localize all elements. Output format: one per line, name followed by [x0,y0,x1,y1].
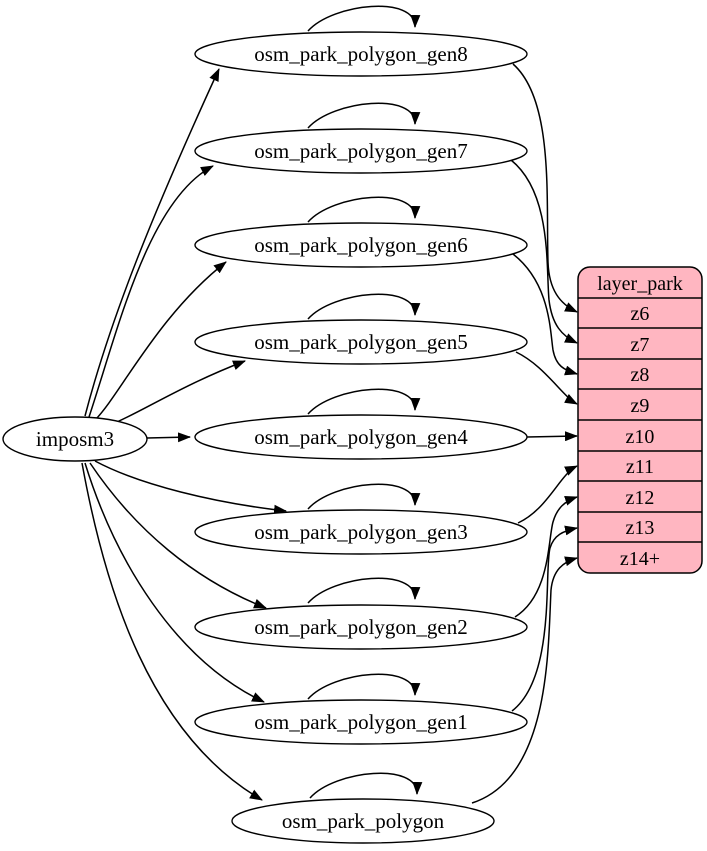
edge-gen1-to-z13 [511,525,578,712]
node-label-gen3: osm_park_polygon_gen3 [254,520,467,544]
edges-to-layer [471,63,578,804]
self-loop-gen5 [307,293,421,320]
edge-gen2-to-z12 [514,496,578,618]
self-loop-gen7 [307,102,421,129]
edge-gen3-to-z11 [517,465,578,524]
node-polygon: osm_park_polygon [231,798,495,844]
layer-row-z10: z10 [626,426,655,448]
edge-gen5-to-z9 [515,351,578,405]
edge-gen7-to-z7 [510,159,578,344]
edges-from-source [81,68,287,801]
edge-imposm3-to-gen1 [84,462,265,703]
edge-imposm3-to-polygon [81,462,263,801]
node-label-polygon: osm_park_polygon [282,809,445,833]
node-imposm3: imposm3 [2,416,148,462]
node-label-gen7: osm_park_polygon_gen7 [254,139,467,163]
layer-row-z6: z6 [631,303,650,325]
self-loop-gen4 [307,388,421,415]
node-ellipse-gen1 [194,699,528,745]
self-loop-gen1 [307,673,421,700]
node-ellipse-gen2 [194,604,528,650]
edge-imposm3-to-gen8 [84,68,220,417]
self-loop-gen8 [307,5,421,32]
node-ellipse-imposm3 [2,416,148,462]
edge-gen6-to-z8 [512,253,578,376]
layer-park-title: layer_park [597,273,683,295]
node-ellipse-polygon [231,798,495,844]
layer-row-z8: z8 [631,364,650,386]
node-ellipse-gen4 [194,414,528,460]
self-loops [307,5,423,799]
node-gen8: osm_park_polygon_gen8 [194,31,528,77]
node-gen1: osm_park_polygon_gen1 [194,699,528,745]
node-label-gen2: osm_park_polygon_gen2 [254,615,467,639]
node-gen3: osm_park_polygon_gen3 [194,509,528,555]
node-ellipse-gen3 [194,509,528,555]
self-loop-gen3 [307,483,421,510]
node-gen6: osm_park_polygon_gen6 [194,222,528,268]
layer-row-z9: z9 [631,395,650,417]
edge-imposm3-to-gen6 [94,261,227,421]
layer-row-z13: z13 [626,517,655,539]
node-label-imposm3: imposm3 [36,427,114,451]
self-loop-gen6 [307,196,421,223]
edge-imposm3-to-gen3 [94,460,287,515]
node-ellipse-gen6 [194,222,528,268]
edge-imposm3-to-gen5 [109,360,246,426]
self-loop-gen2 [307,577,421,604]
node-label-gen8: osm_park_polygon_gen8 [254,42,467,66]
edge-gen8-to-z6 [512,63,578,313]
layer-row-z14plus: z14+ [620,548,660,570]
edge-imposm3-to-gen2 [89,462,267,609]
node-gen4: osm_park_polygon_gen4 [194,414,528,460]
edge-gen4-to-z10 [526,431,578,442]
node-gen5: osm_park_polygon_gen5 [194,319,528,365]
edge-imposm3-to-gen7 [88,165,214,418]
edge-polygon-to-z14plus [471,556,578,804]
node-label-gen1: osm_park_polygon_gen1 [254,710,467,734]
self-loop-polygon [309,772,423,799]
layer-park-record: layer_park z6 z7 z8 z9 z10 z11 z12 z13 z… [577,266,703,574]
layer-row-z7: z7 [631,334,650,356]
layer-row-z11: z11 [626,456,654,478]
node-ellipse-gen8 [194,31,528,77]
node-gen7: osm_park_polygon_gen7 [194,128,528,174]
node-label-gen4: osm_park_polygon_gen4 [254,425,468,449]
edge-imposm3-to-gen4 [146,432,191,443]
layer-row-z12: z12 [626,487,655,509]
node-ellipse-gen5 [194,319,528,365]
node-ellipse-gen7 [194,128,528,174]
node-label-gen6: osm_park_polygon_gen6 [254,233,467,257]
node-gen2: osm_park_polygon_gen2 [194,604,528,650]
node-label-gen5: osm_park_polygon_gen5 [254,330,467,354]
